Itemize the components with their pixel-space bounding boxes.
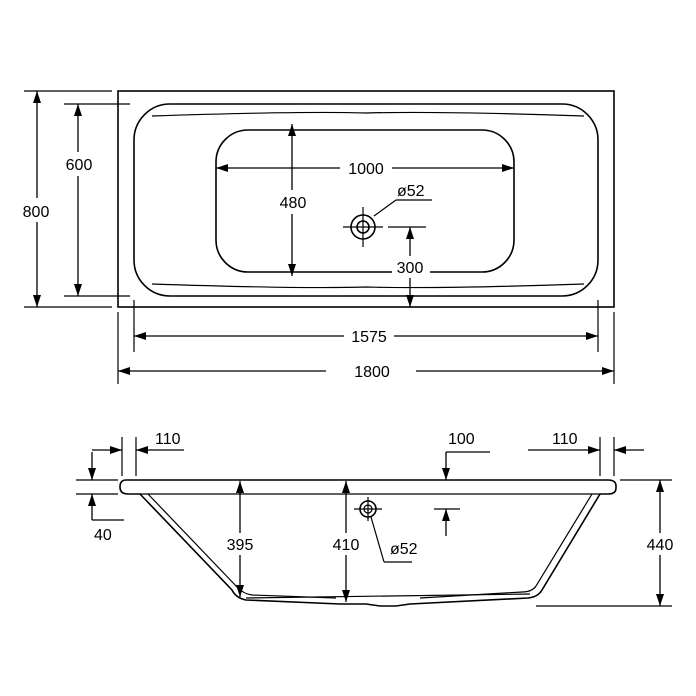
tub-outline-outer — [117, 90, 615, 308]
label-depth-395: 395 — [227, 537, 254, 554]
tub-basin-outline — [133, 103, 599, 297]
label-1800: 1800 — [354, 364, 390, 381]
label-overflow-offset-100: 100 — [448, 431, 475, 448]
side-view: 110 110 40 395 410 ø52 10 — [76, 431, 680, 607]
label-height-440: 440 — [647, 537, 674, 554]
basin-contour-top — [151, 111, 585, 117]
label-depth-410: 410 — [333, 537, 360, 554]
label-rim-right-110: 110 — [552, 431, 578, 448]
top-view: 800 600 1000 480 ø52 300 1575 — [16, 90, 615, 384]
label-1575: 1575 — [351, 329, 387, 346]
label-800: 800 — [23, 204, 50, 221]
label-300: 300 — [397, 260, 424, 277]
label-overflow-diameter: ø52 — [390, 541, 418, 558]
label-drain-diameter: ø52 — [397, 183, 425, 200]
basin-contour-bottom — [151, 283, 585, 289]
label-600: 600 — [66, 157, 93, 174]
label-rim-left-110: 110 — [155, 431, 181, 448]
label-rim-thickness-40: 40 — [94, 527, 112, 544]
label-480: 480 — [280, 195, 307, 212]
tub-floor-outline — [215, 129, 515, 273]
tub-rim-profile — [119, 479, 617, 607]
label-1000: 1000 — [348, 161, 384, 178]
